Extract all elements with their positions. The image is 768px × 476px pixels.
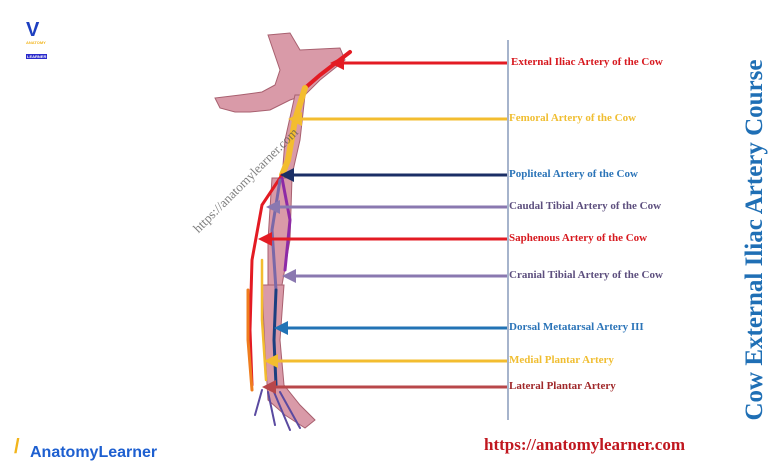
arrow-head-0 bbox=[330, 56, 344, 70]
cranial-tibial-artery bbox=[270, 178, 282, 292]
arteries bbox=[246, 50, 352, 431]
label-1: Femoral Artery of the Cow bbox=[509, 112, 637, 124]
logo-v-icon: V bbox=[26, 19, 40, 41]
label-3: Caudal Tibial Artery of the Cow bbox=[509, 200, 662, 212]
arrow-head-8 bbox=[262, 380, 276, 394]
label-2: Popliteal Artery of the Cow bbox=[509, 168, 638, 180]
arrow-head-5 bbox=[282, 269, 296, 283]
lateral-plantar-artery bbox=[246, 288, 254, 392]
page-title: Cow External Iliac Artery Course bbox=[741, 59, 768, 421]
medial-plantar-artery bbox=[260, 258, 268, 382]
logo: AnatomyLearner bbox=[30, 444, 158, 461]
pelvis-bone bbox=[214, 32, 346, 113]
label-0: External Iliac Artery of the Cow bbox=[511, 56, 663, 68]
label-8: Lateral Plantar Artery bbox=[509, 380, 616, 392]
digital-arteries bbox=[254, 389, 301, 431]
arrow-head-2 bbox=[280, 168, 294, 182]
femoral-artery bbox=[279, 85, 308, 178]
logo-small-bottom: LEARNER bbox=[26, 54, 48, 59]
label-7: Medial Plantar Artery bbox=[509, 354, 614, 366]
dorsal-metatarsal-artery bbox=[272, 288, 278, 387]
arrow-head-7 bbox=[264, 354, 278, 368]
logo-small-top: ANATOMY bbox=[26, 40, 46, 45]
label-5: Cranial Tibial Artery of the Cow bbox=[509, 269, 663, 281]
small-logo: V ANATOMY LEARNER bbox=[26, 19, 54, 59]
arrow-head-1 bbox=[288, 112, 302, 126]
arrows bbox=[258, 56, 507, 394]
logo-figure-icon: / bbox=[14, 436, 20, 458]
arrow-head-4 bbox=[258, 232, 272, 246]
caudal-tibial-artery bbox=[280, 176, 292, 272]
site-url[interactable]: https://anatomylearner.com bbox=[484, 435, 685, 454]
bones bbox=[214, 32, 346, 429]
arrow-head-3 bbox=[266, 200, 280, 214]
label-4: Saphenous Artery of the Cow bbox=[509, 232, 648, 244]
saphenous-artery bbox=[248, 173, 284, 387]
arrow-head-6 bbox=[274, 321, 288, 335]
label-6: Dorsal Metatarsal Artery III bbox=[509, 321, 644, 333]
